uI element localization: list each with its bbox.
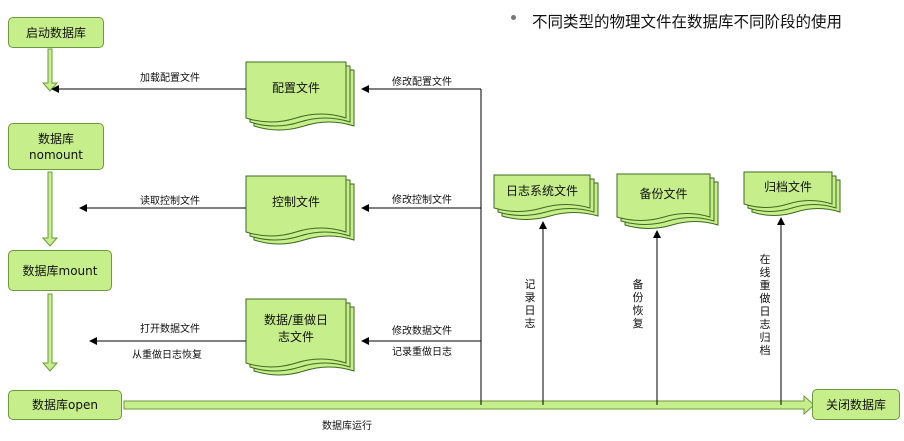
label-online-archive: 在线重做日志归档: [759, 253, 771, 357]
doc-datafile-label: 数据/重做日 志文件: [263, 313, 329, 344]
doc-parameter-label: 配置文件: [271, 80, 320, 95]
state-transition-arrow: [41, 293, 59, 372]
state-mount: 数据库mount: [8, 250, 112, 291]
label-modify-parameter: 修改配置文件: [392, 77, 452, 88]
doc-shape-control: [245, 175, 355, 245]
bullet-dot: [511, 15, 516, 20]
doc-redolog-label: 日志系统文件: [505, 183, 578, 198]
doc-shape-archive: [743, 171, 841, 216]
state-nomount: 数据库 nomount: [8, 123, 104, 170]
label-record-log: 记录日志: [524, 278, 536, 330]
doc-shape-backup: [616, 173, 719, 229]
label-modify-datafile: 修改数据文件: [392, 326, 452, 337]
state-startup: 启动数据库: [8, 17, 104, 48]
state-transition-arrow: [41, 48, 59, 92]
page-title: 不同类型的物理文件在数据库不同阶段的使用: [532, 13, 843, 31]
doc-shape-datafile: [245, 298, 355, 376]
label-modify-control: 修改控制文件: [392, 195, 452, 206]
label-open-datafile: 打开数据文件: [140, 324, 200, 335]
doc-control-label: 控制文件: [271, 194, 320, 209]
label-load-parameter: 加载配置文件: [140, 73, 200, 84]
doc-shape-parameter: [245, 61, 355, 131]
label-backup-restore: 备份恢复: [632, 278, 644, 330]
state-transition-arrow: [41, 171, 59, 247]
running-arrow: [123, 394, 815, 416]
label-running: 数据库运行: [322, 421, 372, 432]
state-open: 数据库open: [8, 390, 122, 420]
doc-shape-redolog: [493, 174, 599, 220]
state-shutdown: 关闭数据库: [812, 389, 900, 420]
label-read-control: 读取控制文件: [140, 196, 200, 207]
doc-archive-label: 归档文件: [763, 179, 812, 194]
label-record-redo: 记录重做日志: [392, 347, 452, 358]
label-recover-redo: 从重做日志恢复: [132, 350, 202, 361]
doc-backup-label: 备份文件: [639, 186, 688, 201]
